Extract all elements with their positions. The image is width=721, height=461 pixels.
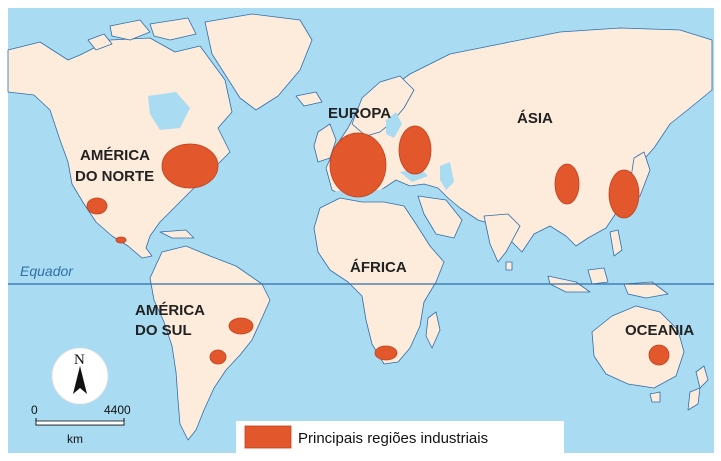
new-zealand-north: [695, 365, 709, 389]
industrial-region-california: [86, 197, 108, 215]
label-south-america-line2: DO SUL: [135, 322, 192, 339]
new-guinea: [623, 281, 669, 299]
new-zealand-south: [687, 387, 701, 411]
industrial-region-china: [554, 163, 580, 205]
legend-label: Principais regiões industriais: [298, 430, 488, 447]
greenland: [204, 13, 313, 111]
label-europe: EUROPA: [328, 105, 391, 122]
africa: [313, 197, 445, 365]
industrial-region-mexico: [115, 236, 127, 244]
indonesia-2: [587, 267, 609, 285]
iceland: [295, 91, 323, 107]
sri-lanka: [505, 261, 513, 271]
hudson-bay: [148, 92, 190, 130]
scale-unit: km: [67, 432, 83, 446]
label-north-america-line2: DO NORTE: [75, 168, 154, 185]
label-oceania: OCEANIA: [625, 322, 694, 339]
industrial-region-south-africa: [374, 345, 398, 361]
tasmania: [649, 391, 661, 403]
label-asia: ÁSIA: [517, 110, 553, 127]
philippines: [609, 229, 623, 257]
baltic-sea: [386, 112, 402, 138]
scale-end: 4400: [104, 403, 131, 417]
legend-swatch: [244, 425, 292, 449]
caspian-sea: [440, 162, 454, 190]
north-arrow-icon: N: [51, 347, 109, 405]
industrial-region-australia: [648, 344, 670, 366]
australia: [591, 305, 685, 389]
arctic-island-1: [109, 19, 151, 41]
cuba: [159, 229, 195, 239]
industrial-region-western-europe: [329, 132, 387, 198]
scandinavia: [351, 75, 415, 137]
industrial-region-east-asia: [608, 169, 640, 219]
arctic-island-2: [149, 17, 197, 41]
south-america: [149, 245, 271, 441]
industrial-region-northeast-usa: [161, 143, 219, 189]
industrial-region-argentina: [209, 349, 227, 365]
madagascar: [425, 311, 441, 349]
scale-bar: 0 4400 km: [31, 403, 131, 446]
india: [483, 213, 521, 263]
compass-north-letter: N: [74, 352, 85, 368]
scale-start: 0: [31, 403, 38, 417]
equator-label: Equador: [20, 263, 74, 279]
industrial-region-south-brazil: [228, 317, 254, 335]
legend: Principais regiões industriais: [236, 421, 564, 453]
label-south-america-line1: AMÉRICA: [135, 302, 205, 319]
label-north-america-line1: AMÉRICA: [80, 147, 150, 164]
great-britain: [313, 123, 337, 163]
industrial-region-russia: [398, 125, 432, 175]
arctic-island-3: [87, 33, 113, 51]
industrial-regions: [86, 125, 670, 366]
arabia: [417, 195, 463, 239]
label-africa: ÁFRICA: [350, 259, 407, 276]
